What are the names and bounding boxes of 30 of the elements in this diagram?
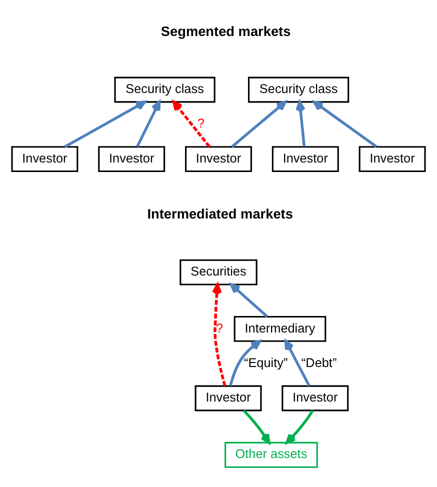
node-box: Investor — [185, 146, 252, 172]
arrow — [284, 339, 310, 386]
node-box: Investor — [194, 384, 262, 411]
node-box: Investor — [11, 146, 78, 172]
arrow — [136, 100, 161, 147]
arrow — [242, 409, 270, 444]
arrow — [231, 100, 287, 148]
edge-label: “Debt” — [301, 355, 337, 370]
arrow — [64, 100, 146, 148]
arrow — [312, 100, 378, 148]
arrow — [296, 100, 306, 146]
node-box: Other assets — [224, 441, 318, 468]
edge-label: “Equity” — [244, 355, 288, 370]
arrow — [212, 282, 226, 386]
edge-label: ? — [197, 116, 204, 130]
node-box: Security class — [114, 76, 216, 102]
node-box: Securities — [180, 258, 258, 285]
arrow — [230, 282, 268, 318]
node-box: Investor — [272, 146, 339, 172]
arrow — [172, 100, 210, 148]
arrow — [229, 340, 262, 386]
label: Intermediated markets — [147, 206, 293, 221]
node-box: Investor — [358, 146, 426, 172]
arrow — [286, 409, 314, 444]
edge-label: ? — [216, 320, 224, 335]
node-box: Investor — [282, 384, 349, 411]
node-box: Investor — [98, 146, 166, 172]
node-box: Intermediary — [234, 315, 326, 342]
node-box: Security class — [248, 76, 350, 102]
label: Segmented markets — [160, 23, 291, 38]
